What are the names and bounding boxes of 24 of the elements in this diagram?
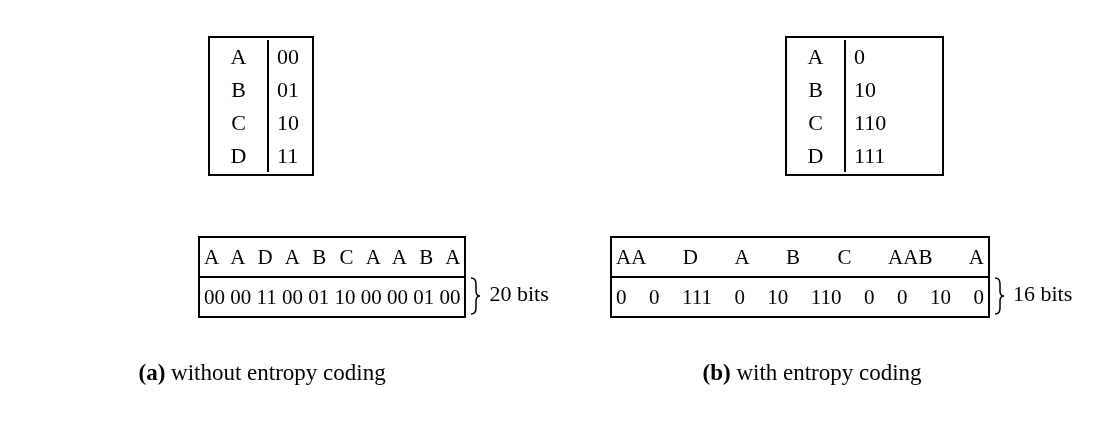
code-label: 01 — [276, 76, 300, 104]
symbol-label: D — [787, 139, 846, 172]
code-label: 00 — [276, 43, 300, 71]
code-label: 11 — [276, 142, 300, 170]
symbol-label: A — [787, 40, 846, 73]
subfigure-caption: (a) without entropy coding — [138, 360, 386, 386]
symbol-label: D — [210, 139, 269, 172]
symbol-sequence: AA D A B C AAB A — [615, 244, 985, 271]
code-label: 110 — [853, 109, 888, 137]
symbol-label: A — [210, 40, 269, 73]
subfigure-caption: (b) with entropy coding — [702, 360, 922, 386]
bit-sequence: 0 0 111 0 10 110 0 0 10 0 — [612, 276, 988, 316]
code-label: 0 — [853, 43, 866, 71]
symbol-label: C — [210, 106, 269, 139]
symbol-label: C — [787, 106, 846, 139]
bit-count: 16 bits — [1013, 281, 1073, 307]
symbol-label: B — [787, 73, 846, 106]
bit-count: 20 bits — [489, 281, 549, 307]
code-label: 111 — [853, 142, 887, 170]
code-label: 10 — [853, 76, 877, 104]
symbol-label: B — [210, 73, 269, 106]
symbol-sequence: A A D A B C A A B A — [203, 244, 462, 271]
bit-sequence: 00 00 11 00 01 10 00 00 01 00 — [200, 276, 465, 316]
code-label: 10 — [276, 109, 300, 137]
